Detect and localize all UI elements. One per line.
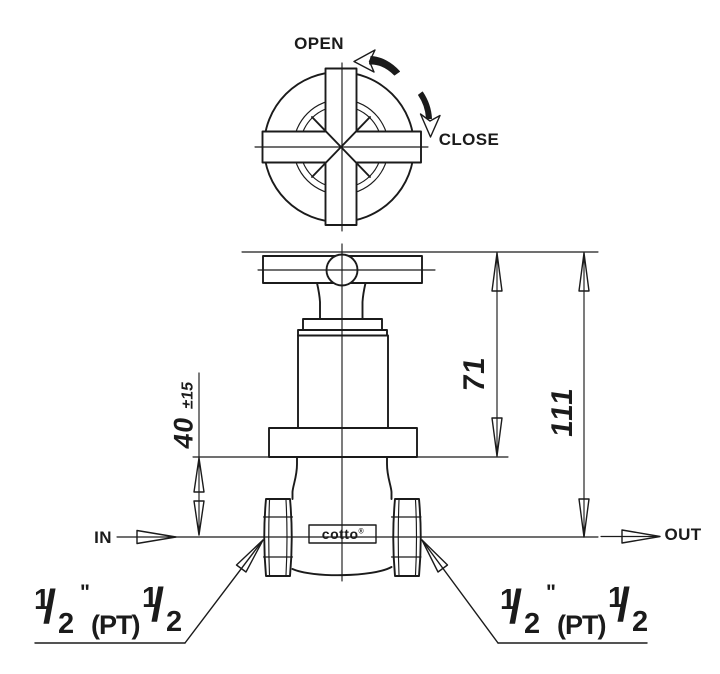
top-view-drawing: [254, 49, 441, 232]
right-thread-leader: [421, 539, 648, 644]
bonnet-body: [297, 334, 389, 429]
dimension-40-value: 40: [168, 414, 199, 451]
thread-standard: (PT): [91, 610, 140, 640]
outlet-union-nut: [390, 498, 422, 577]
dim-111-line: [578, 252, 590, 538]
handle-neck-right: [361, 282, 367, 320]
open-label: OPEN: [294, 34, 344, 53]
close-rotation-arrow-icon: [418, 91, 441, 138]
out-flow-arrow-icon: [600, 529, 661, 544]
outlet-thread-callout: 1 / 2 " (PT) 1 / 2: [500, 580, 654, 643]
thread-fraction2-numerator: 1: [142, 582, 159, 614]
thread-fraction2-denominator: 2: [166, 606, 183, 638]
dim-71-line: [491, 252, 503, 457]
out-label: OUT: [664, 525, 702, 544]
dimension-lines: [116, 243, 661, 582]
dimension-111: 111: [546, 384, 579, 440]
inlet-thread-callout: 1 / 2 " (PT) 1 / 2: [34, 580, 188, 643]
thread-inch-mark: ": [80, 581, 90, 604]
left-thread-leader: [34, 539, 264, 644]
thread-fraction2-numerator: 1: [608, 582, 625, 614]
mounting-flange: [268, 427, 418, 458]
dim-40-line: [193, 372, 205, 536]
thread-fraction-slash: /: [43, 580, 57, 633]
body-bottom-curve: [291, 566, 393, 577]
thread-fraction-denominator: 2: [58, 608, 75, 640]
dimension-71: 71: [458, 353, 491, 394]
thread-fraction-numerator: 1: [34, 584, 51, 616]
dimension-40-tol: ±15: [179, 380, 197, 410]
in-label: IN: [94, 528, 112, 547]
brand-trademark: ®: [358, 528, 365, 536]
brand-name: cotto: [321, 526, 359, 542]
open-rotation-arrow-icon: [353, 49, 400, 76]
handle-spoke-diagonals: [311, 116, 371, 178]
thread-inch-mark: ": [546, 581, 556, 604]
brand-logo: cotto®: [322, 527, 364, 541]
body-shoulder-left: [291, 456, 298, 500]
thread-fraction-slash: /: [509, 580, 523, 633]
close-label: CLOSE: [438, 130, 500, 149]
dimension-40-tolerance: 40 ±15: [168, 380, 199, 451]
thread-fraction2-slash: /: [617, 578, 631, 631]
thread-fraction2-denominator: 2: [632, 606, 649, 638]
thread-fraction-denominator: 2: [524, 608, 541, 640]
handle-neck-left: [316, 282, 321, 320]
thread-fraction2-slash: /: [151, 578, 165, 631]
leader-lines: [34, 539, 648, 644]
in-flow-arrow-icon: [136, 529, 177, 545]
thread-standard: (PT): [557, 610, 606, 640]
body-shoulder-right: [386, 456, 393, 500]
thread-fraction-numerator: 1: [500, 584, 517, 616]
